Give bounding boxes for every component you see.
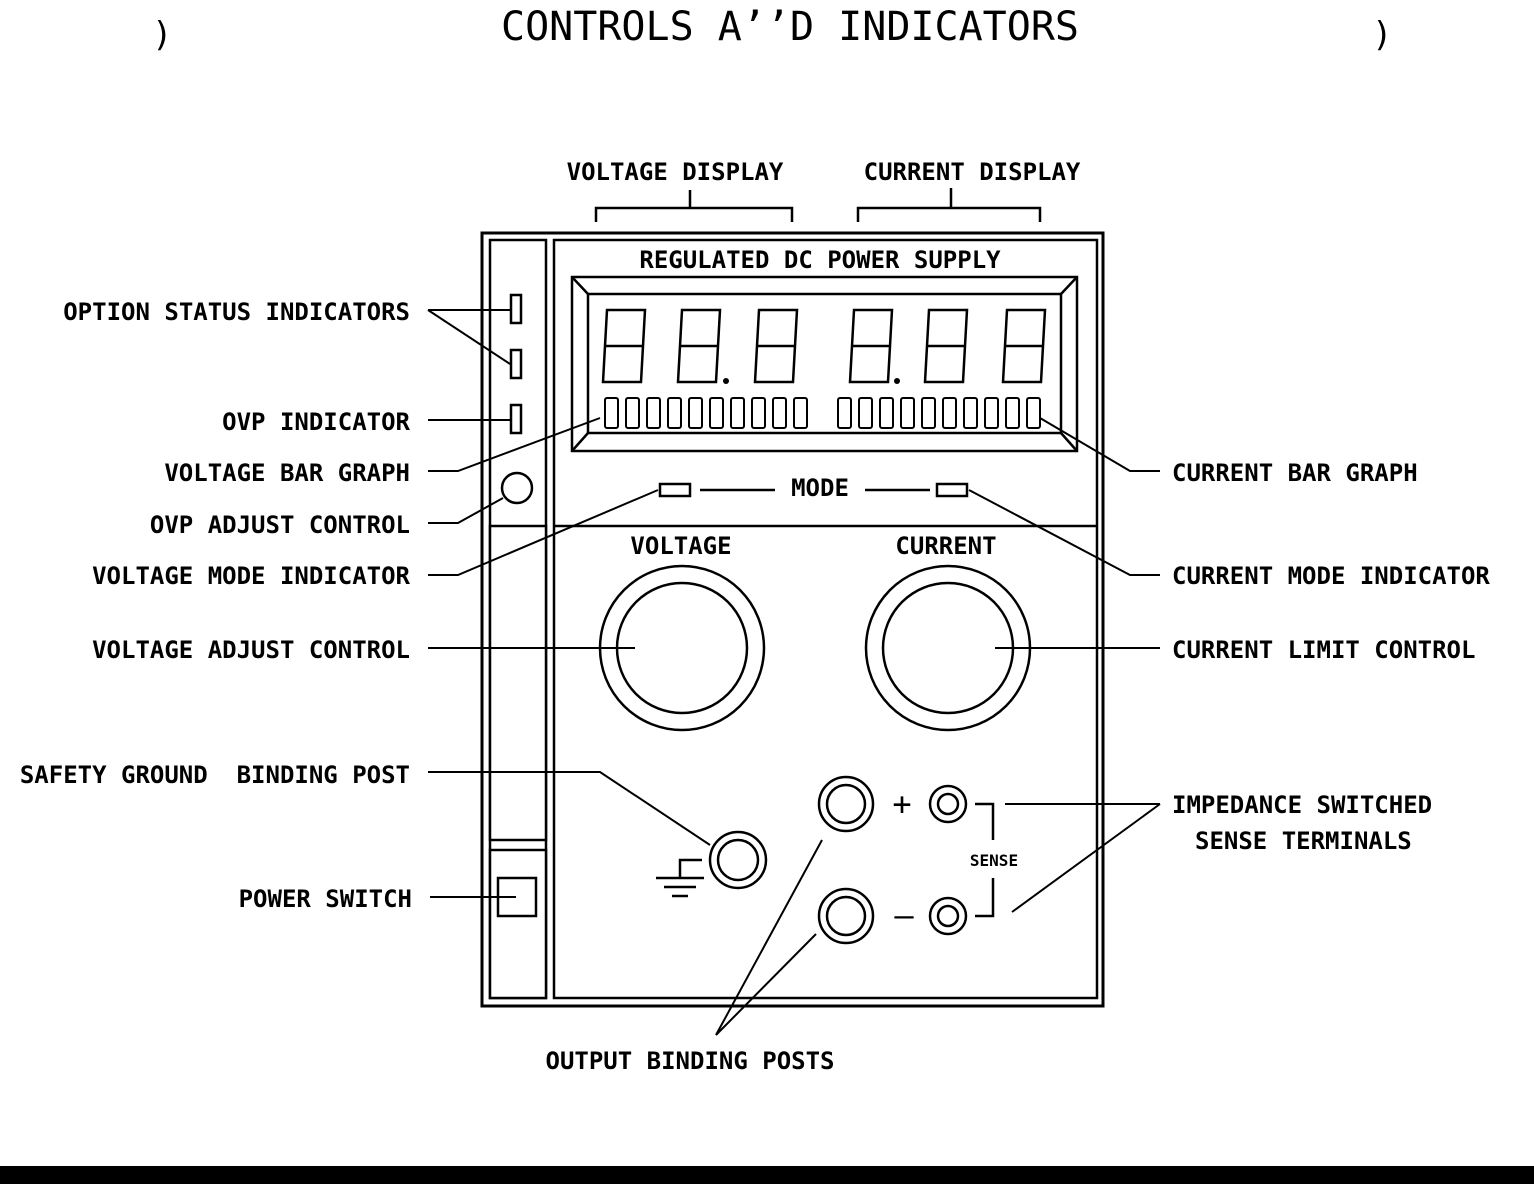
sense-terminals-label: SENSE TERMINALS xyxy=(1195,827,1412,855)
bar-graph-segment xyxy=(604,397,619,429)
voltage-display-label: VOLTAGE DISPLAY xyxy=(567,158,784,186)
lcd-digit xyxy=(923,308,969,384)
lcd-digit xyxy=(601,308,647,384)
mode-label: MODE xyxy=(791,474,849,502)
bar-graph-segment xyxy=(963,397,978,429)
ovp-indicator-label: OVP INDICATOR xyxy=(222,408,410,436)
voltage-knob-label: VOLTAGE xyxy=(630,532,731,560)
current-knob-label: CURRENT xyxy=(895,532,996,560)
current-display-label: CURRENT DISPLAY xyxy=(864,158,1081,186)
bar-graph-segment xyxy=(625,397,640,429)
current-decimal-point xyxy=(894,378,900,384)
voltage-adjust-control-label: VOLTAGE ADJUST CONTROL xyxy=(92,636,410,664)
plus-sign: + xyxy=(892,785,911,823)
bar-graph-segment xyxy=(709,397,724,429)
lcd-digit xyxy=(1001,308,1047,384)
voltage-decimal-point xyxy=(723,378,729,384)
bar-graph-segment xyxy=(730,397,745,429)
minus-sign: – xyxy=(894,896,914,934)
current-mode-lamp xyxy=(935,482,969,498)
display-brackets xyxy=(594,188,1042,222)
lcd-digit xyxy=(848,308,894,384)
bar-graph-segment xyxy=(858,397,873,429)
option-status-indicator-2 xyxy=(509,348,523,380)
left-indicators xyxy=(509,293,523,435)
bar-graph-segment xyxy=(837,397,852,429)
option-status-indicators-label: OPTION STATUS INDICATORS xyxy=(63,298,410,326)
lcd-digit xyxy=(753,308,799,384)
margin-mark-right: ) xyxy=(1372,15,1392,55)
safety-ground-label: SAFETY GROUND BINDING POST xyxy=(20,761,410,789)
bar-graph-segment xyxy=(646,397,661,429)
seven-segment-digits xyxy=(601,308,1047,384)
voltage-mode-lamp xyxy=(658,482,692,498)
margin-mark-left: ) xyxy=(152,15,172,55)
bar-graph-segment xyxy=(942,397,957,429)
ovp-indicator-lamp xyxy=(509,403,523,435)
bar-graph-segment xyxy=(984,397,999,429)
bar-graph-segment xyxy=(900,397,915,429)
impedance-switched-label: IMPEDANCE SWITCHED xyxy=(1172,791,1432,819)
lcd-window xyxy=(570,275,1079,453)
output-binding-posts-label: OUTPUT BINDING POSTS xyxy=(546,1047,835,1075)
page-title: CONTROLS A’’D INDICATORS xyxy=(501,4,1079,50)
panel-name: REGULATED DC POWER SUPPLY xyxy=(639,246,1001,274)
bar-graph-segment xyxy=(772,397,787,429)
current-limit-control-label: CURRENT LIMIT CONTROL xyxy=(1172,636,1475,664)
voltage-mode-indicator-label: VOLTAGE MODE INDICATOR xyxy=(92,562,410,590)
ovp-adjust-control-label: OVP ADJUST CONTROL xyxy=(150,511,410,539)
option-status-indicator-1 xyxy=(509,293,523,325)
bar-graph-segment xyxy=(1026,397,1041,429)
leader-lines xyxy=(427,309,1161,1036)
bar-graph-segment xyxy=(667,397,682,429)
bar-graph-segment xyxy=(751,397,766,429)
bar-graph-segments xyxy=(604,397,1041,429)
current-bar-graph-label: CURRENT BAR GRAPH xyxy=(1172,459,1418,487)
ovp-adjust-knob[interactable] xyxy=(500,471,534,505)
lcd-digit xyxy=(676,308,722,384)
bar-graph-segment xyxy=(1005,397,1020,429)
bottom-rule xyxy=(0,1166,1534,1184)
sense-label: SENSE xyxy=(970,851,1018,870)
bar-graph-segment xyxy=(921,397,936,429)
sense-bracket xyxy=(975,802,995,918)
current-mode-indicator-label: CURRENT MODE INDICATOR xyxy=(1172,562,1490,590)
bar-graph-segment xyxy=(688,397,703,429)
voltage-bar-graph-label: VOLTAGE BAR GRAPH xyxy=(164,459,410,487)
power-switch-label: POWER SWITCH xyxy=(239,885,412,913)
ground-symbol-icon xyxy=(656,858,704,898)
bar-graph-segment xyxy=(879,397,894,429)
instrument-frame xyxy=(480,231,1105,1008)
bar-graph-segment xyxy=(793,397,808,429)
